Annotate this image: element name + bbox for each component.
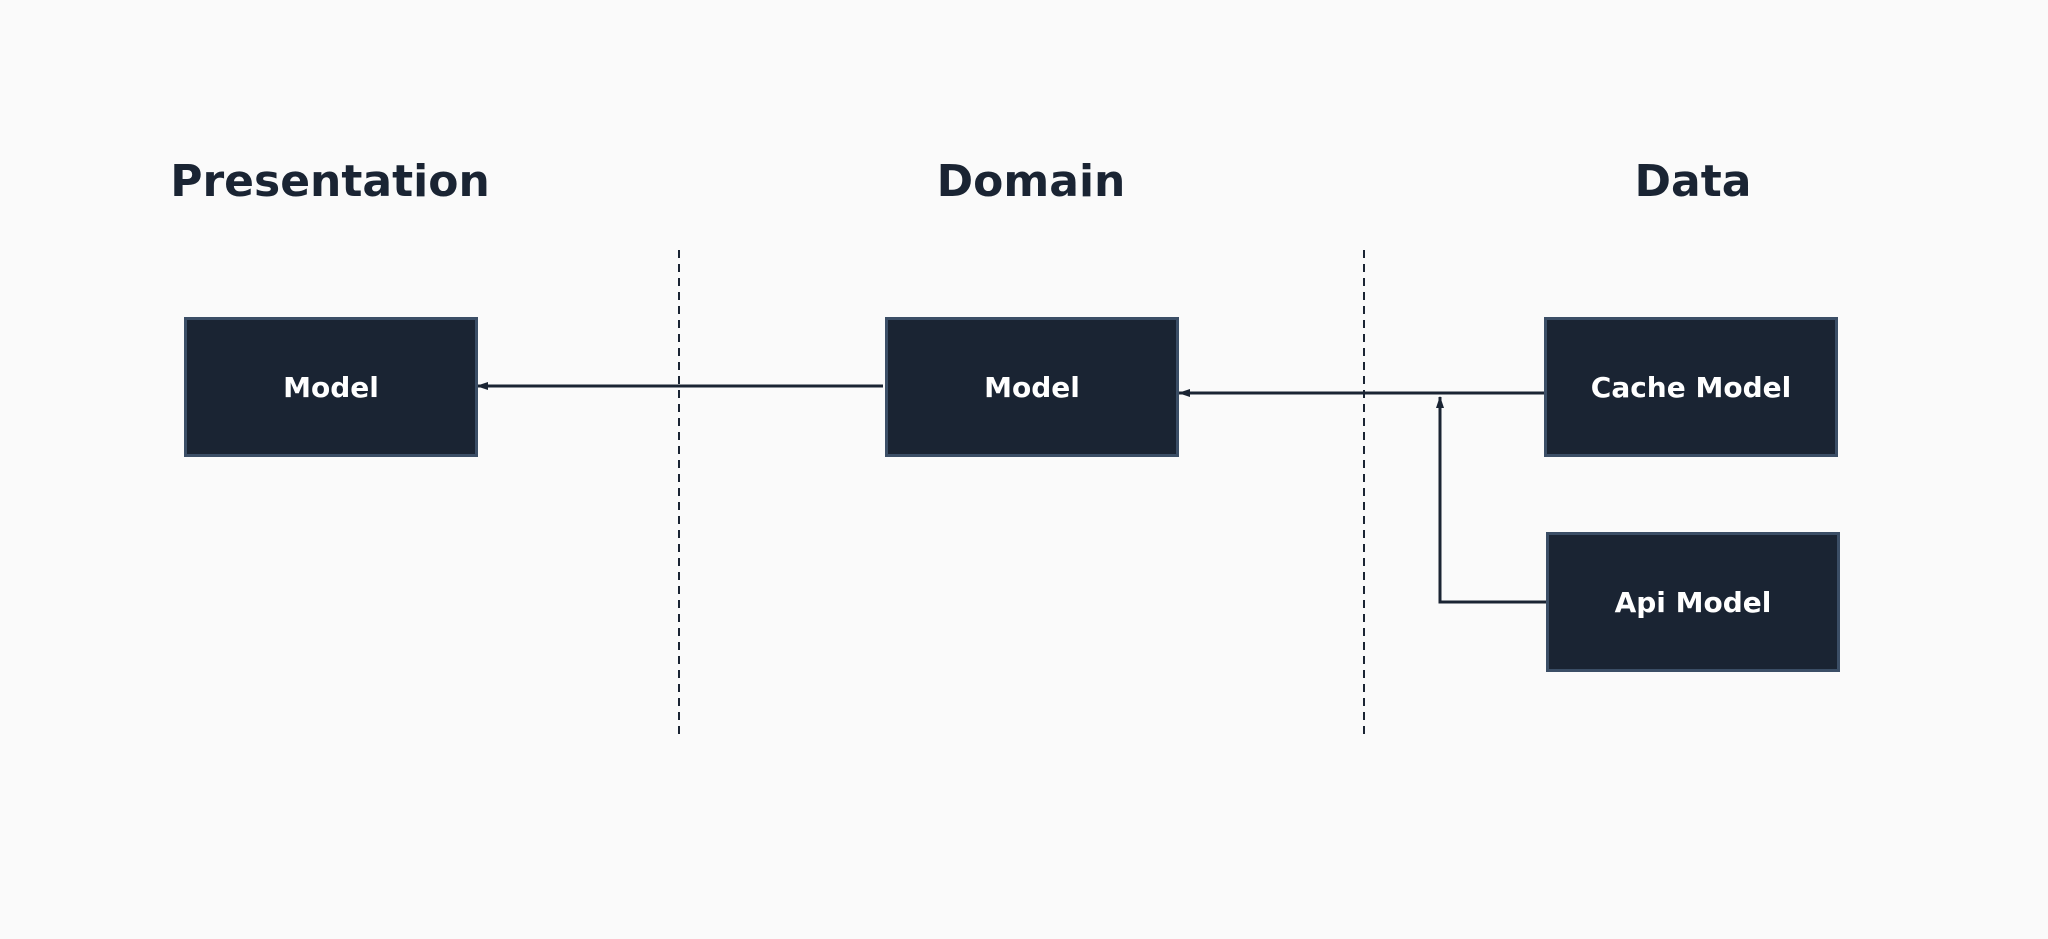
arrow-api-to-domain-path <box>1436 396 1547 604</box>
presentation-model-box[interactable]: Model <box>184 317 478 457</box>
api-model-label: Api Model <box>1614 585 1772 619</box>
cache-model-box[interactable]: Cache Model <box>1544 317 1838 457</box>
domain-model-label: Model <box>984 370 1080 404</box>
presentation-model-label: Model <box>283 370 379 404</box>
layer-title-data: Data <box>1634 156 1752 207</box>
layer-title-domain: Domain <box>936 156 1126 207</box>
api-model-box[interactable]: Api Model <box>1546 532 1840 672</box>
domain-model-box[interactable]: Model <box>885 317 1179 457</box>
cache-model-label: Cache Model <box>1590 370 1792 404</box>
layer-title-presentation: Presentation <box>170 156 490 207</box>
